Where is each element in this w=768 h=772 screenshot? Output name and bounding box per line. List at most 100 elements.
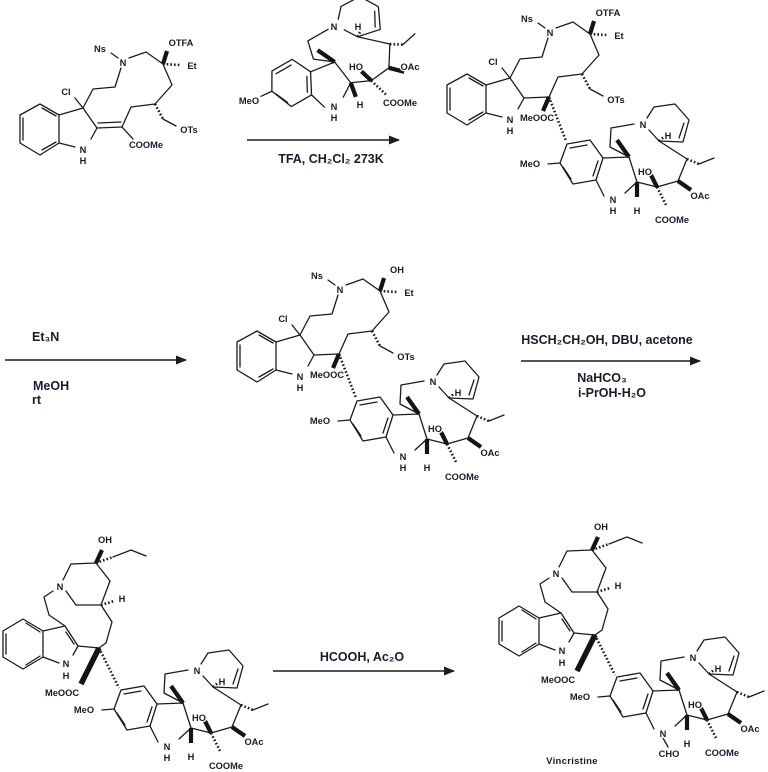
label-coome: COOMe: [655, 215, 689, 225]
label-nh2-n: N: [400, 452, 407, 462]
label-nh-h: H: [80, 156, 87, 166]
label-h-c2: H: [684, 739, 691, 749]
label-n: N: [337, 285, 344, 295]
label-n: N: [57, 582, 64, 592]
reagents-step2-below2: rt: [32, 393, 42, 407]
structure-s1: Ns N OTFA Et Cl OTs COOMe N H: [20, 37, 199, 167]
label-h-c2: H: [357, 100, 364, 110]
label-n: N: [553, 569, 560, 579]
label-n2: N: [640, 120, 647, 130]
label-ots: OTs: [607, 95, 624, 105]
reaction-arrow-step3: HSCH₂CH₂OH, DBU, acetone NaHCO₃ i-PrOH-H…: [521, 333, 701, 400]
structure-s6: OH N H N H MeOOC MeO N H HO OAc COOMe N …: [499, 521, 764, 767]
label-h-j: H: [219, 677, 226, 687]
label-coome: COOMe: [129, 140, 163, 150]
label-nh-h: H: [297, 383, 304, 393]
label-ns: Ns: [94, 44, 106, 54]
label-meo: MeO: [239, 96, 259, 106]
compound-caption: Vincristine: [546, 756, 598, 767]
label-oac: OAc: [690, 191, 709, 201]
label-h-c2: H: [634, 206, 641, 216]
label-oac: OAc: [244, 737, 263, 747]
label-cl: Cl: [488, 57, 497, 67]
label-ns: Ns: [521, 14, 533, 24]
label-h-ring: H: [119, 594, 126, 604]
label-h-j: H: [665, 131, 672, 141]
label-n: N: [120, 58, 127, 68]
label-et: Et: [614, 31, 623, 41]
label-ho: HO: [428, 424, 442, 434]
label-oac: OAc: [480, 448, 499, 458]
label-nh-n: N: [331, 102, 338, 112]
label-meooc: MeOOC: [45, 688, 79, 698]
label-nh2-n: N: [660, 729, 667, 739]
label-h-j: H: [355, 22, 362, 32]
label-n: N: [547, 28, 554, 38]
label-ho: HO: [688, 700, 702, 710]
label-nh2-h: H: [610, 206, 617, 216]
label-otfa: OTFA: [169, 38, 194, 48]
label-h-ring: H: [615, 581, 622, 591]
label-nh-h: H: [63, 671, 70, 681]
label-meo: MeO: [520, 159, 540, 169]
label-n2: N: [430, 377, 437, 387]
label-nh-h: H: [559, 658, 566, 668]
label-nh2-n: N: [610, 195, 617, 205]
reaction-arrow-step4: HCOOH, Ac₂O: [273, 650, 455, 676]
label-cl: Cl: [61, 87, 70, 97]
reagents-step3-below2: i-PrOH-H₂O: [578, 386, 646, 400]
label-nh-n: N: [297, 372, 304, 382]
reagents-step2-below1: MeOH: [33, 379, 69, 393]
label-nh-h: H: [507, 126, 514, 136]
label-n2: N: [194, 666, 201, 676]
label-meooc: MeOOC: [520, 113, 554, 123]
label-n2: N: [690, 653, 697, 663]
label-n2: N: [331, 22, 338, 32]
label-nh2-h: H: [164, 753, 171, 763]
label-ns: Ns: [311, 271, 323, 281]
label-ho: HO: [638, 167, 652, 177]
label-coome: COOMe: [383, 98, 417, 108]
reagents-step3-above: HSCH₂CH₂OH, DBU, acetone: [521, 333, 693, 347]
reaction-arrow-step1: TFA, CH₂Cl₂ 273K: [247, 135, 400, 166]
label-cl: Cl: [278, 314, 287, 324]
reagents-step4: HCOOH, Ac₂O: [320, 650, 405, 664]
label-meooc: MeOOC: [310, 370, 344, 380]
label-coome: COOMe: [445, 472, 479, 482]
label-et: Et: [404, 288, 413, 298]
label-nh-n: N: [80, 145, 87, 155]
structure-s5: OH N H N H MeOOC MeO N H HO OAc COOMe N …: [3, 534, 268, 772]
label-ho: HO: [349, 62, 363, 72]
structure-s4: Ns OH N Et Cl OTs MeOOC N H MeO N H HO O…: [237, 264, 504, 483]
label-oh: OH: [98, 535, 112, 545]
label-h-c2: H: [424, 463, 431, 473]
label-nh-h: H: [331, 113, 338, 123]
label-coome: COOMe: [705, 748, 739, 758]
label-meo: MeO: [570, 692, 590, 702]
label-nh-n: N: [63, 659, 70, 669]
label-et: Et: [187, 61, 196, 71]
reagents-step2-above: Et₃N: [32, 330, 59, 344]
label-oac: OAc: [740, 724, 759, 734]
label-coome: COOMe: [209, 761, 243, 771]
label-meooc: MeOOC: [541, 675, 575, 685]
structure-s2: N H MeO HO OAc COOMe N H H: [238, 0, 431, 135]
label-cho: CHO: [659, 749, 680, 759]
label-oac: OAc: [400, 62, 419, 72]
label-oh: OH: [594, 522, 608, 532]
label-h-j: H: [715, 664, 722, 674]
label-ho: HO: [192, 713, 206, 723]
label-meo: MeO: [74, 705, 94, 715]
label-otfa: OTFA: [596, 8, 621, 18]
label-nh-n: N: [559, 646, 566, 656]
label-meo: MeO: [310, 416, 330, 426]
reaction-arrow-step2: Et₃N MeOH rt: [5, 330, 187, 407]
label-oh: OH: [390, 265, 404, 275]
label-h-j: H: [455, 388, 462, 398]
label-nh-n: N: [507, 115, 514, 125]
label-ots: OTs: [397, 352, 414, 362]
label-nh2-n: N: [164, 742, 171, 752]
reagents-step3-below1: NaHCO₃: [577, 371, 627, 385]
